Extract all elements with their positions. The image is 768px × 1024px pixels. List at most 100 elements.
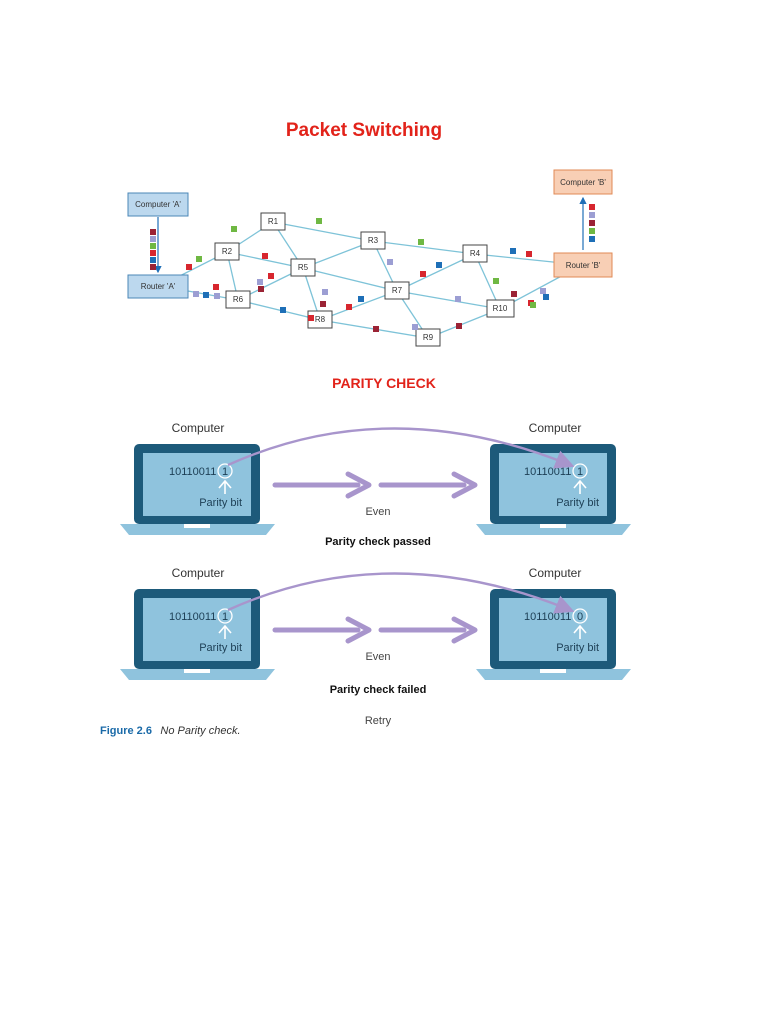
receiver-parity-bit: 0 — [577, 611, 583, 623]
packet — [387, 259, 393, 265]
packet — [316, 218, 322, 224]
sender-bits: 10110011 — [169, 611, 216, 623]
packet — [150, 236, 156, 242]
packet — [589, 228, 595, 234]
router-r3: R3 — [360, 231, 386, 250]
computer-b-label: Computer 'B' — [560, 178, 606, 187]
packet — [420, 271, 426, 277]
packet — [530, 302, 536, 308]
router-r5-label: R5 — [298, 263, 309, 272]
router-b-label: Router 'B' — [566, 261, 601, 270]
router-r2-label: R2 — [222, 247, 233, 256]
receiver-laptop-icon — [476, 589, 631, 680]
router-r2: R2 — [214, 242, 240, 261]
packet — [308, 315, 314, 321]
packet — [214, 293, 220, 299]
sender-laptop-icon — [120, 589, 275, 680]
parity-mode-label: Even — [365, 651, 390, 663]
packet — [262, 253, 268, 259]
sender-parity-bit: 1 — [222, 611, 228, 623]
packet — [150, 250, 156, 256]
receiver-parity-label: Parity bit — [556, 642, 599, 654]
figure-text: No Parity check. — [160, 725, 240, 737]
figure-number: Figure 2.6 — [100, 725, 152, 737]
computer-b-node: Computer 'B' — [553, 169, 613, 195]
packet — [280, 307, 286, 313]
packet — [493, 278, 499, 284]
router-r1: R1 — [260, 212, 286, 231]
router-r8-label: R8 — [315, 315, 326, 324]
parity-failed-row: Computer Computer 10110011 1 Parity bit … — [120, 566, 631, 696]
sender-parity-label: Parity bit — [199, 642, 242, 654]
packet — [186, 264, 192, 270]
packet — [589, 204, 595, 210]
packet — [213, 284, 219, 290]
parity-check-title: PARITY CHECK — [332, 375, 436, 391]
packet-switching-title: Packet Switching — [286, 120, 442, 141]
router-r7: R7 — [384, 281, 410, 300]
parity-mode-label: Even — [365, 506, 390, 518]
router-r7-label: R7 — [392, 286, 403, 295]
packet — [456, 323, 462, 329]
parity-passed-caption: Parity check passed — [325, 536, 431, 548]
packet — [358, 296, 364, 302]
packet — [543, 294, 549, 300]
packet — [150, 264, 156, 270]
sender-bits: 10110011 — [169, 466, 216, 478]
router-r3-label: R3 — [368, 236, 379, 245]
transmission-arrow-icon — [272, 471, 478, 499]
receiver-parity-bit: 1 — [577, 466, 583, 478]
receiver-computer-label: Computer — [529, 566, 582, 580]
packet — [231, 226, 237, 232]
sender-parity-arrow-icon — [218, 479, 232, 494]
packet — [203, 292, 209, 298]
packet — [526, 251, 532, 257]
data-packets — [150, 204, 595, 332]
receiver-parity-label: Parity bit — [556, 497, 599, 509]
computer-a-label: Computer 'A' — [135, 200, 181, 209]
packet — [320, 301, 326, 307]
packet — [150, 229, 156, 235]
packet — [193, 291, 199, 297]
sender-computer-label: Computer — [172, 421, 225, 435]
receiver-computer-label: Computer — [529, 421, 582, 435]
receiver-parity-arrow-icon — [573, 624, 587, 639]
retry-label: Retry — [365, 715, 392, 727]
packet — [322, 289, 328, 295]
packet — [455, 296, 461, 302]
packet — [589, 220, 595, 226]
router-r6: R6 — [225, 290, 251, 309]
parity-passed-row: Computer Computer 10110011 1 Parity bit … — [120, 421, 631, 548]
router-r9: R9 — [415, 328, 441, 347]
packet — [373, 326, 379, 332]
sender-laptop-icon — [120, 444, 275, 535]
parity-failed-caption: Parity check failed — [330, 684, 427, 696]
receiver-bits: 10110011 — [524, 466, 571, 478]
packet — [268, 273, 274, 279]
packet — [257, 279, 263, 285]
receiver-bits: 10110011 — [524, 611, 571, 623]
computer-a-node: Computer 'A' — [127, 192, 189, 217]
packet — [150, 257, 156, 263]
router-r9-label: R9 — [423, 333, 434, 342]
router-a-label: Router 'A' — [141, 282, 176, 291]
packet — [511, 291, 517, 297]
sender-computer-label: Computer — [172, 566, 225, 580]
packet — [510, 248, 516, 254]
router-r1-label: R1 — [268, 217, 279, 226]
packet — [412, 324, 418, 330]
packet — [589, 236, 595, 242]
figure-caption: Figure 2.6 No Parity check. — [100, 721, 241, 738]
router-b-node: Router 'B' — [553, 252, 613, 278]
packet — [346, 304, 352, 310]
parity-bit-transfer-arc — [227, 572, 575, 614]
packet — [150, 243, 156, 249]
receiver-parity-arrow-icon — [573, 479, 587, 494]
router-r4-label: R4 — [470, 249, 481, 258]
sender-parity-arrow-icon — [218, 624, 232, 639]
packet — [589, 212, 595, 218]
sender-parity-label: Parity bit — [199, 497, 242, 509]
router-r10-label: R10 — [493, 304, 508, 313]
transmission-arrow-icon — [272, 616, 478, 644]
